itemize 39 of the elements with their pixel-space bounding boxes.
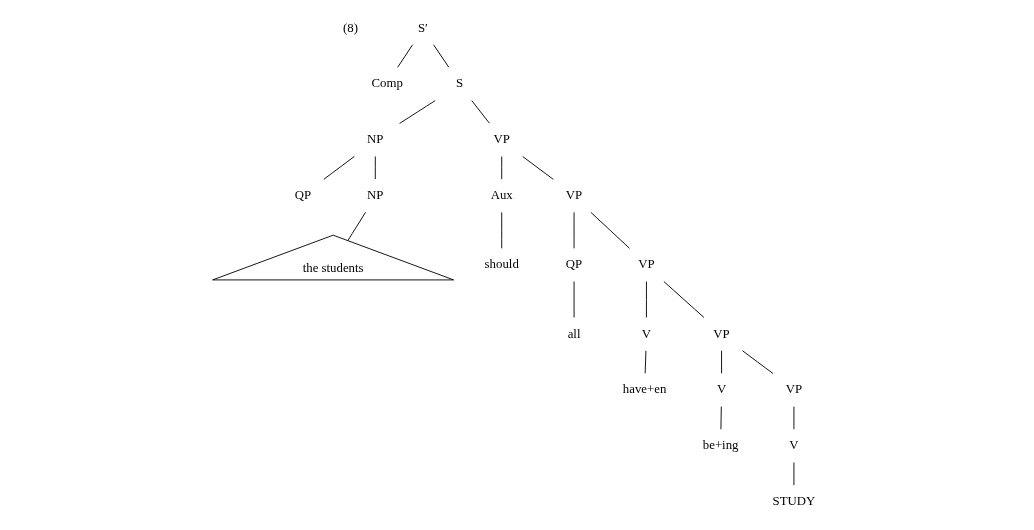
node-text: be+ing [702, 438, 738, 453]
node-text: S′ [417, 20, 428, 35]
connector [398, 100, 436, 124]
connector [589, 211, 630, 249]
node-text: VP [712, 326, 730, 341]
node-text: QP [565, 257, 582, 272]
connector [500, 211, 502, 249]
connector [662, 281, 704, 318]
node-text: VP [565, 188, 582, 203]
node-text: VP [785, 382, 802, 397]
node-text: V [716, 382, 726, 397]
node-text: VP [493, 132, 510, 147]
node-text: V [788, 438, 799, 453]
connector [470, 100, 490, 124]
connector [500, 156, 502, 180]
connector [741, 350, 773, 374]
node-text: NP [366, 188, 383, 203]
node-text: NP [366, 132, 383, 147]
connector [346, 211, 366, 242]
node-text: VP [637, 257, 655, 272]
connector [645, 281, 647, 318]
connector [720, 350, 722, 374]
connector [322, 156, 355, 180]
connector [432, 44, 449, 68]
node-text: Comp [371, 76, 403, 91]
node-text: V [641, 326, 651, 341]
node-text: STUDY [772, 494, 815, 509]
node-text: all [567, 326, 580, 341]
node-text: have+en [622, 382, 666, 397]
node-text: Aux [490, 188, 513, 203]
connector [374, 156, 376, 180]
connector [719, 406, 722, 430]
label: (8) [342, 20, 358, 35]
connector [396, 44, 413, 68]
connector [644, 350, 646, 374]
node-text: QP [294, 188, 311, 203]
connector [521, 156, 554, 180]
node-text: S [455, 76, 463, 91]
node-text: should [484, 257, 519, 272]
